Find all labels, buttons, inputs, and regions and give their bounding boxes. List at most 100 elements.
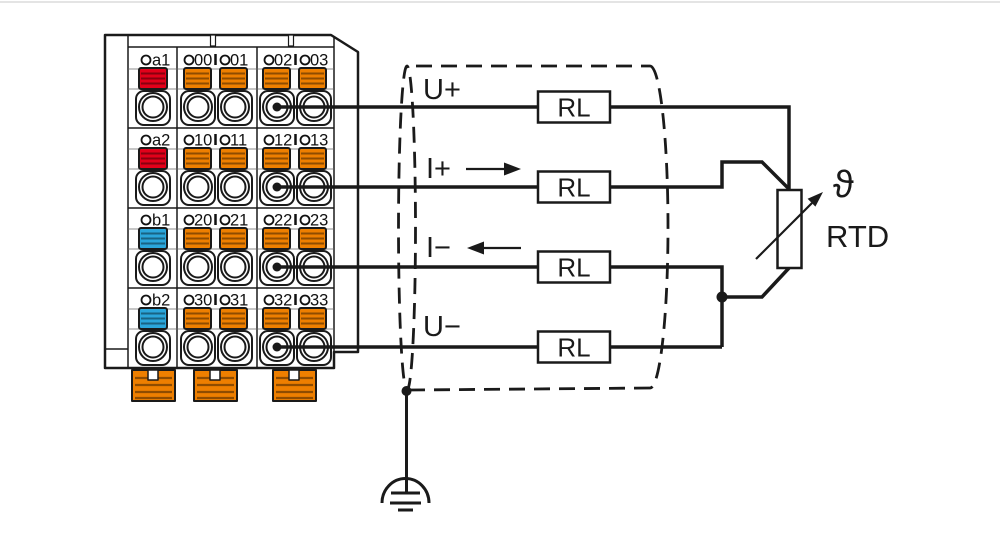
resistor-label: RL xyxy=(557,253,590,283)
resistor-label: RL xyxy=(557,173,590,203)
led-icon xyxy=(219,134,231,146)
clamp xyxy=(138,307,168,330)
wire-label-i-plus: I+ xyxy=(426,153,451,185)
led-icon xyxy=(299,134,311,146)
terminal-label: 33 xyxy=(310,292,328,310)
clamp xyxy=(298,307,327,330)
led-icon xyxy=(219,214,231,226)
clamp xyxy=(262,147,291,170)
terminal-label: b1 xyxy=(152,212,170,230)
current-arrow-right-icon xyxy=(466,162,521,176)
current-arrow-left-icon xyxy=(467,241,521,255)
clamp xyxy=(183,227,212,250)
terminal-label: 03 xyxy=(310,52,328,70)
led-icon xyxy=(140,294,152,306)
led-icon xyxy=(263,214,275,226)
clamp-ribs xyxy=(141,152,324,165)
terminal-label: 22 xyxy=(274,212,292,230)
terminal-label: 32 xyxy=(274,292,292,310)
led-icon xyxy=(219,54,231,66)
clamp xyxy=(219,307,248,330)
led-icon xyxy=(263,134,275,146)
resistor-label: RL xyxy=(557,333,590,363)
rtd-resistor-body xyxy=(776,188,803,270)
shield-left-ellipse xyxy=(397,64,417,392)
clamp xyxy=(138,67,168,90)
variable-resistor-arrow xyxy=(755,202,813,260)
terminal-module: a1 00 01 02 03 xyxy=(103,33,360,402)
clamp xyxy=(262,67,291,90)
clamp xyxy=(219,67,248,90)
wire-label-u-plus: U+ xyxy=(423,74,461,106)
theta-label: ϑ xyxy=(833,164,854,206)
resistor-box xyxy=(536,330,612,364)
terminal-row: b2 30 31 32 33 xyxy=(135,292,332,366)
resistor-label: RL xyxy=(557,93,590,123)
wire-u-plus xyxy=(277,105,791,190)
led-icon xyxy=(140,134,152,146)
wire-i-minus-branch xyxy=(722,266,791,299)
led-icon xyxy=(183,294,195,306)
terminal-row: a2 10 11 12 13 xyxy=(135,132,332,206)
clamp xyxy=(298,67,327,90)
led-icon xyxy=(299,214,311,226)
led-icon xyxy=(299,54,311,66)
clamp-ribs xyxy=(141,312,324,325)
resistor-box xyxy=(536,170,612,204)
clamp-ribs xyxy=(141,72,324,85)
shield-bottom-edge xyxy=(409,386,651,392)
clamp-ribs xyxy=(141,232,324,245)
terminal-label: 23 xyxy=(310,212,328,230)
module-top-notch xyxy=(287,34,295,47)
clamp xyxy=(298,227,327,250)
rtd-sensor: ϑ RTD xyxy=(755,164,889,270)
terminal-label: 13 xyxy=(310,132,328,150)
clamp xyxy=(183,307,212,330)
terminal-label: 20 xyxy=(194,212,212,230)
earth-ground-icon xyxy=(380,477,431,512)
led-icon xyxy=(183,54,195,66)
connector-feet xyxy=(131,369,317,402)
terminal-label: 21 xyxy=(230,212,248,230)
led-icon xyxy=(140,54,152,66)
shield-right-arc xyxy=(649,64,670,390)
terminal-label: 31 xyxy=(230,292,248,310)
clamp xyxy=(138,227,168,250)
terminal-row: b1 20 21 22 23 xyxy=(135,212,332,286)
contact-sockets xyxy=(135,170,332,206)
resistor-box xyxy=(536,250,612,284)
led-icon xyxy=(263,54,275,66)
line-resistors: RL RL RL RL xyxy=(536,90,612,364)
terminal-label: 11 xyxy=(230,132,247,150)
led-icon xyxy=(219,294,231,306)
wire-label-u-minus: U− xyxy=(423,311,461,343)
contact-sockets xyxy=(135,330,332,366)
resistor-box xyxy=(536,90,612,124)
terminal-label: 30 xyxy=(194,292,212,310)
junction-dot xyxy=(272,102,282,112)
clamp xyxy=(219,227,248,250)
ground-connection xyxy=(380,386,431,512)
led-icon xyxy=(183,134,195,146)
junction-dot xyxy=(716,291,728,303)
wire-label-i-minus: I− xyxy=(426,232,451,264)
variable-resistor-arrowhead xyxy=(807,192,823,207)
led-icon xyxy=(140,214,152,226)
terminal-label: 02 xyxy=(274,52,292,70)
clamp xyxy=(262,227,291,250)
junction-dot xyxy=(272,262,282,272)
module-top-notch xyxy=(209,34,217,47)
led-icon xyxy=(183,214,195,226)
terminal-row: a1 00 01 02 03 xyxy=(135,52,332,126)
junction-dot xyxy=(272,342,282,352)
clamp xyxy=(138,147,168,170)
wire-i-minus xyxy=(277,265,724,347)
terminal-label: 12 xyxy=(274,132,292,150)
led-icon xyxy=(263,294,275,306)
clamp xyxy=(219,147,248,170)
clamp xyxy=(298,147,327,170)
terminal-label: 01 xyxy=(230,52,248,70)
wire-junctions xyxy=(272,102,728,352)
